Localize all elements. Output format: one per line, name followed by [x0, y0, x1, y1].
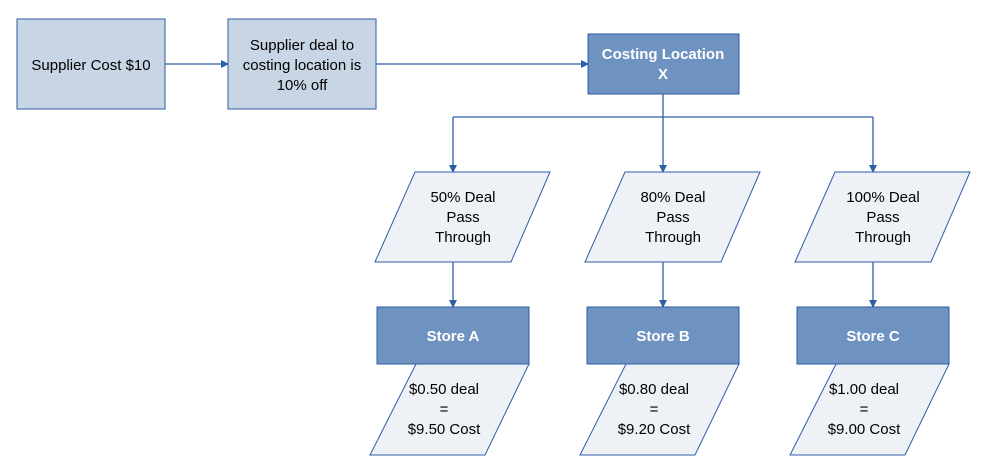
- result-shape-a: [369, 363, 530, 456]
- result-text-b: =: [650, 401, 659, 418]
- pass-through-text-c: Pass: [866, 209, 899, 226]
- supplier-deal-line3: 10% off: [277, 77, 328, 94]
- store-label-a: Store A: [427, 328, 480, 345]
- costing-location-line2: X: [658, 66, 668, 83]
- pass-through-shape-c: [794, 171, 971, 263]
- result-text-a: =: [440, 401, 449, 418]
- store-label-b: Store B: [636, 328, 690, 345]
- costing-location-box: [587, 33, 740, 95]
- supplier-deal-line2: costing location is: [243, 57, 361, 74]
- supplier-cost-box: [16, 18, 166, 110]
- pass-through-shape-a: [374, 171, 551, 263]
- result-shape-b: [579, 363, 740, 456]
- result-text-b: $0.80 deal: [619, 381, 689, 398]
- pass-through-text-a: Pass: [446, 209, 479, 226]
- pass-through-text-a: Through: [435, 229, 491, 246]
- supplier-deal-line1: Supplier deal to: [250, 37, 354, 54]
- pass-through-text-b: Through: [645, 229, 701, 246]
- store-box-a: [376, 306, 530, 365]
- pass-through-text-a: 50% Deal: [430, 189, 495, 206]
- pass-through-text-b: Pass: [656, 209, 689, 226]
- costing-location-line1: Costing Location: [602, 46, 725, 63]
- supplier-deal-box: [227, 18, 377, 110]
- supplier-cost-label: Supplier Cost $10: [31, 57, 150, 74]
- result-text-c: $9.00 Cost: [828, 421, 901, 438]
- pass-through-text-c: 100% Deal: [846, 189, 919, 206]
- result-text-c: $1.00 deal: [829, 381, 899, 398]
- result-text-b: $9.20 Cost: [618, 421, 691, 438]
- pass-through-shape-b: [584, 171, 761, 263]
- result-text-a: $0.50 deal: [409, 381, 479, 398]
- store-box-c: [796, 306, 950, 365]
- pass-through-text-c: Through: [855, 229, 911, 246]
- result-text-a: $9.50 Cost: [408, 421, 481, 438]
- store-label-c: Store C: [846, 328, 900, 345]
- result-text-c: =: [860, 401, 869, 418]
- pass-through-text-b: 80% Deal: [640, 189, 705, 206]
- result-shape-c: [789, 363, 950, 456]
